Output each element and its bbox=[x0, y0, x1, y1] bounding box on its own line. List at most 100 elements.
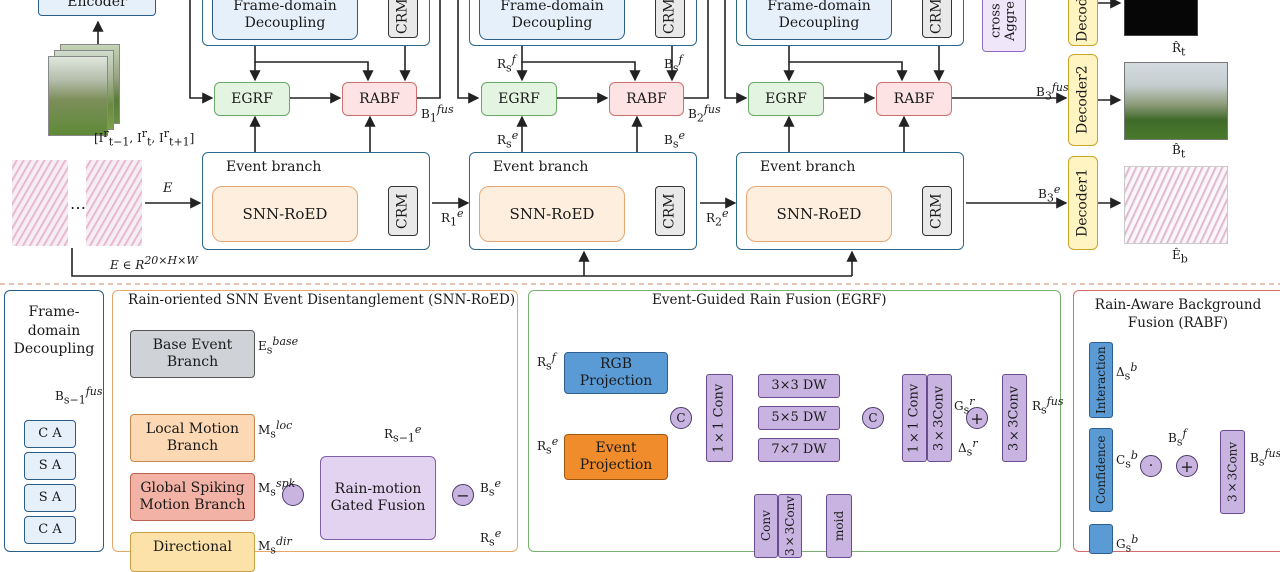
b3e-label: B3e bbox=[1038, 183, 1061, 205]
stage2-snn-roed: SNN-RoED bbox=[479, 186, 625, 242]
stage1-event-branch-title: Event branch bbox=[226, 159, 322, 175]
dw-7x7: 7×7 DW bbox=[758, 438, 840, 462]
frame-block-sa-2: S A bbox=[24, 484, 76, 512]
egrf-concat-2: C bbox=[862, 407, 884, 429]
output-rain-image bbox=[1124, 0, 1198, 36]
frame-block-sa-1: S A bbox=[24, 452, 76, 480]
egrf-add-circle: + bbox=[966, 407, 988, 429]
stage3-snn-roed: SNN-RoED bbox=[746, 186, 892, 242]
egrf-concat-1: C bbox=[670, 407, 692, 429]
egrf-conv3x3-a: 3×3Conv bbox=[927, 374, 952, 462]
egrf-conv3x3-b: 3×3Conv bbox=[1002, 374, 1027, 462]
rabf-conv3x3: 3×3Conv bbox=[1220, 430, 1245, 514]
rs-fus-label: Rsfus bbox=[1032, 395, 1064, 417]
local-motion-branch: Local Motion Branch bbox=[130, 414, 255, 462]
stage1-egrf: EGRF bbox=[214, 82, 290, 116]
event-dots: … bbox=[70, 194, 86, 213]
stage1-crm-bottom: CRM bbox=[388, 186, 418, 236]
rabf-panel-title: Rain-Aware Background Fusion (RABF) bbox=[1094, 296, 1262, 331]
egrf-in-rse-label: Rse bbox=[537, 435, 559, 457]
stage3-rabf: RABF bbox=[876, 82, 952, 116]
global-spiking-branch: Global Spiking Motion Branch bbox=[130, 473, 255, 521]
stage3-crm-top: CRM bbox=[922, 0, 952, 38]
output-rain-label: R̂t bbox=[1172, 41, 1186, 59]
egrf-conv1x1-a: 1×1 Conv bbox=[706, 374, 733, 462]
subtract-circle-snn: − bbox=[452, 484, 474, 506]
stage3-frame-domain: Frame-domain Decoupling bbox=[746, 0, 892, 40]
egrf-conv1x1-b: 1×1 Conv bbox=[902, 374, 927, 462]
base-event-branch: Base Event Branch bbox=[130, 330, 255, 378]
snn-roed-panel-title: Rain-oriented SNN Event Disentanglement … bbox=[128, 292, 516, 308]
output-background-image bbox=[1124, 62, 1228, 140]
cross-aggregation-block: cross Aggre bbox=[982, 0, 1026, 52]
rgb-projection: RGB Projection bbox=[564, 352, 668, 394]
stage2-crm-top: CRM bbox=[655, 0, 685, 38]
rabf-delta-sb-label: Δsb bbox=[1116, 361, 1138, 383]
rabf-bsf-in-label: Bsf bbox=[1168, 427, 1187, 449]
event-projection: Event Projection bbox=[564, 434, 668, 480]
decoder2: Decoder2 bbox=[1068, 54, 1098, 146]
stage1-crm-top: CRM bbox=[388, 0, 418, 38]
rabf-c-sb-label: Csb bbox=[1116, 449, 1138, 471]
frame-block-ca-2: C A bbox=[24, 516, 76, 544]
frame-block-ca-1: C A bbox=[24, 420, 76, 448]
stage2-event-branch-title: Event branch bbox=[493, 159, 589, 175]
rabf-third-block bbox=[1089, 524, 1113, 554]
frame-domain-input-label: Bs−1fus bbox=[55, 385, 103, 407]
stage2-rabf: RABF bbox=[609, 82, 684, 116]
input-frames-label: [Irt−1, Irt, Irt+1] bbox=[94, 127, 195, 149]
rabf-multiply-circle: · bbox=[1140, 455, 1162, 477]
rabf-g-sb-label: Gsb bbox=[1116, 533, 1139, 555]
stage1-bfus-label: B1fus bbox=[421, 103, 454, 125]
input-frame-front bbox=[48, 56, 108, 136]
stage2-bse-label: Bse bbox=[664, 129, 685, 151]
stage2-bfus-label: B2fus bbox=[688, 103, 721, 125]
stage2-egrf: EGRF bbox=[481, 82, 557, 116]
decoder3: Decod bbox=[1068, 0, 1098, 46]
egrf-panel-title: Event-Guided Rain Fusion (EGRF) bbox=[652, 292, 887, 308]
r1e-label: R1e bbox=[441, 207, 464, 229]
dw-5x5: 5×5 DW bbox=[758, 406, 840, 430]
output-event-label: Êb bbox=[1172, 248, 1188, 266]
stage2-rse-label: Rse bbox=[497, 129, 519, 151]
rabf-bsfus-out-label: Bsfus bbox=[1250, 447, 1280, 469]
stage2-bsf-label: Bsf bbox=[664, 53, 683, 75]
e-base-label: Esbase bbox=[258, 335, 299, 357]
output-event-image bbox=[1124, 166, 1228, 244]
stage2-crm-bottom: CRM bbox=[655, 186, 685, 236]
out-bse-label: Bse bbox=[480, 477, 501, 499]
frame-domain-panel-title: Frame-domain Decoupling bbox=[13, 303, 95, 358]
encoder-block: Encoder bbox=[38, 0, 156, 16]
stage3-event-branch-title: Event branch bbox=[760, 159, 856, 175]
event-dims-label: E ∈ R20×H×W bbox=[110, 254, 198, 272]
out-rse-label: Rse bbox=[480, 527, 502, 549]
egrf-lower-conv-a: Conv bbox=[754, 494, 778, 558]
egrf-sigmoid: moid bbox=[826, 494, 852, 558]
encoder-label: Encoder bbox=[67, 0, 127, 10]
stage1-frame-domain: Frame-domain Decoupling bbox=[212, 0, 358, 40]
directional-branch: Directional bbox=[130, 532, 255, 572]
output-background-label: B̂t bbox=[1172, 143, 1186, 161]
delta-s-r-label: Δsr bbox=[958, 437, 978, 459]
stage2-frame-domain: Frame-domain Decoupling bbox=[479, 0, 625, 40]
dw-3x3: 3×3 DW bbox=[758, 374, 840, 398]
egrf-lower-conv-b: 3×3Conv bbox=[778, 494, 802, 558]
m-dir-label: Msdir bbox=[258, 535, 292, 557]
gs-r-label: Gsr bbox=[954, 395, 975, 417]
input-frame-stack bbox=[48, 44, 122, 136]
stage3-egrf: EGRF bbox=[748, 82, 824, 116]
rain-motion-gated-fusion: Rain-motion Gated Fusion bbox=[320, 456, 436, 540]
rabf-confidence: Confidence bbox=[1089, 428, 1113, 512]
event-frame-2 bbox=[86, 160, 142, 246]
stage1-snn-roed: SNN-RoED bbox=[212, 186, 358, 242]
decoder1: Decoder1 bbox=[1068, 156, 1098, 250]
concat-circle-snn bbox=[282, 484, 304, 506]
event-frame-1 bbox=[12, 160, 68, 246]
stage2-rsf-label: Rsf bbox=[497, 53, 516, 75]
event-input-label: E bbox=[163, 181, 173, 196]
m-loc-label: Msloc bbox=[258, 419, 293, 441]
m-spk-label: Msspk bbox=[258, 477, 296, 499]
r-s1-e-label: Rs−1e bbox=[384, 423, 422, 445]
rabf-add-circle: + bbox=[1176, 455, 1198, 477]
egrf-in-rsf-label: Rsf bbox=[537, 351, 556, 373]
